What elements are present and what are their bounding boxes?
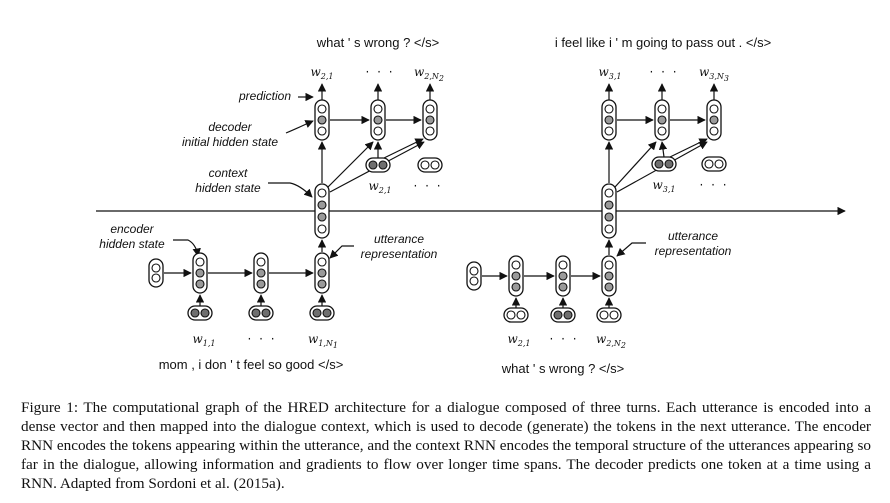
decoder-label-line1: decoder (208, 120, 252, 134)
token-w21-decoder: w2,1 (368, 179, 391, 195)
decoder-2-input-ellipsis: · · · (699, 178, 728, 192)
context-2-to-decoder-unit-2-arrow (614, 141, 657, 188)
encoder-2-ellipsis: · · · (549, 332, 578, 346)
token-w2N2-output: w2,N2 (414, 65, 444, 83)
encoder-2-unit-1-icon (508, 255, 524, 297)
decoder-1-output-ellipsis: · · · (365, 65, 394, 79)
utterance-representation-label-1-line2: representation (361, 247, 438, 261)
token-w3N3-output: w3,N3 (699, 65, 729, 83)
utterance-representation-label-2-line1: utterance (668, 229, 718, 243)
decoder-label-line2: initial hidden state (182, 135, 278, 149)
encoder-2-unit-3-icon (601, 255, 617, 297)
token-w1N1: w1,N1 (308, 332, 338, 350)
encoder-2-embedding-1-icon (503, 307, 529, 323)
decoder-1-unit-3-icon (422, 99, 438, 141)
utterance-1-text: mom , i don ' t feel so good </s> (159, 357, 344, 372)
utterance-representation-pointer-2 (616, 242, 646, 257)
encoder-2-embedding-3-icon (596, 307, 622, 323)
token-w2N2-encoder: w2,N2 (596, 332, 626, 350)
context-unit-2-icon (601, 183, 617, 239)
encoder-1-unit-2-icon (253, 252, 269, 294)
encoder-1-embedding-1-icon (187, 305, 213, 321)
token-w31-decoder: w3,1 (652, 178, 675, 194)
decoder-2-input-arrow-1 (658, 141, 668, 158)
decoder-1-embedding-1-icon (365, 157, 391, 173)
context-label-line2: hidden state (195, 181, 261, 195)
decoder-1-input-ellipsis: · · · (413, 179, 442, 193)
context-unit-1-icon (314, 183, 330, 239)
token-w21-output: w2,1 (310, 65, 333, 81)
utterance-representation-label-1-line1: utterance (374, 232, 424, 246)
encoder-1-initial-state-icon (148, 258, 164, 288)
decoder-2-unit-3-icon (706, 99, 722, 141)
encoder-1-embedding-3-icon (309, 305, 335, 321)
encoder-1-unit-3-icon (314, 252, 330, 294)
context-1-to-decoder-unit-2-arrow (327, 141, 374, 188)
token-w11: w1,1 (192, 332, 215, 348)
encoder-1-embedding-2-icon (248, 305, 274, 321)
utterance-2-top-text: what ' s wrong ? </s> (316, 35, 439, 50)
utterance-representation-label-2-line2: representation (655, 244, 732, 258)
context-label-line1: context (209, 166, 248, 180)
decoder-2-embedding-1-icon (651, 156, 677, 172)
encoder-2-initial-state-icon (466, 261, 482, 291)
decoder-2-unit-1-icon (601, 99, 617, 141)
decoder-2-unit-2-icon (654, 99, 670, 141)
token-w21-encoder: w2,1 (507, 332, 530, 348)
decoder-1-unit-2-icon (370, 99, 386, 141)
decoder-pointer (285, 120, 314, 134)
decoder-2-embedding-2-icon (701, 156, 727, 172)
encoder-2-unit-2-icon (555, 255, 571, 297)
hred-diagram: what ' s wrong ? </s> i feel like i ' m … (96, 35, 846, 376)
figure-caption: Figure 1: The computational graph of the… (21, 399, 871, 492)
utterance-representation-pointer-1 (329, 245, 354, 259)
token-w31-output: w3,1 (598, 65, 621, 81)
encoder-label-line2: hidden state (99, 237, 165, 251)
decoder-1-unit-1-icon (314, 99, 330, 141)
decoder-2-input-arrow-2 (669, 138, 708, 158)
prediction-label: prediction (238, 89, 291, 103)
context-pointer (268, 182, 313, 198)
decoder-1-embedding-2-icon (417, 157, 443, 173)
decoder-1-input-arrow-2 (383, 138, 424, 159)
encoder-2-embedding-2-icon (550, 307, 576, 323)
utterance-2-bottom-text: what ' s wrong ? </s> (501, 361, 624, 376)
encoder-pointer (173, 239, 201, 257)
encoder-1-ellipsis: · · · (247, 332, 276, 346)
decoder-2-output-ellipsis: · · · (649, 65, 678, 79)
encoder-1-unit-1-icon (192, 252, 208, 294)
encoder-label-line1: encoder (110, 222, 154, 236)
utterance-3-text: i feel like i ' m going to pass out . </… (555, 35, 771, 50)
